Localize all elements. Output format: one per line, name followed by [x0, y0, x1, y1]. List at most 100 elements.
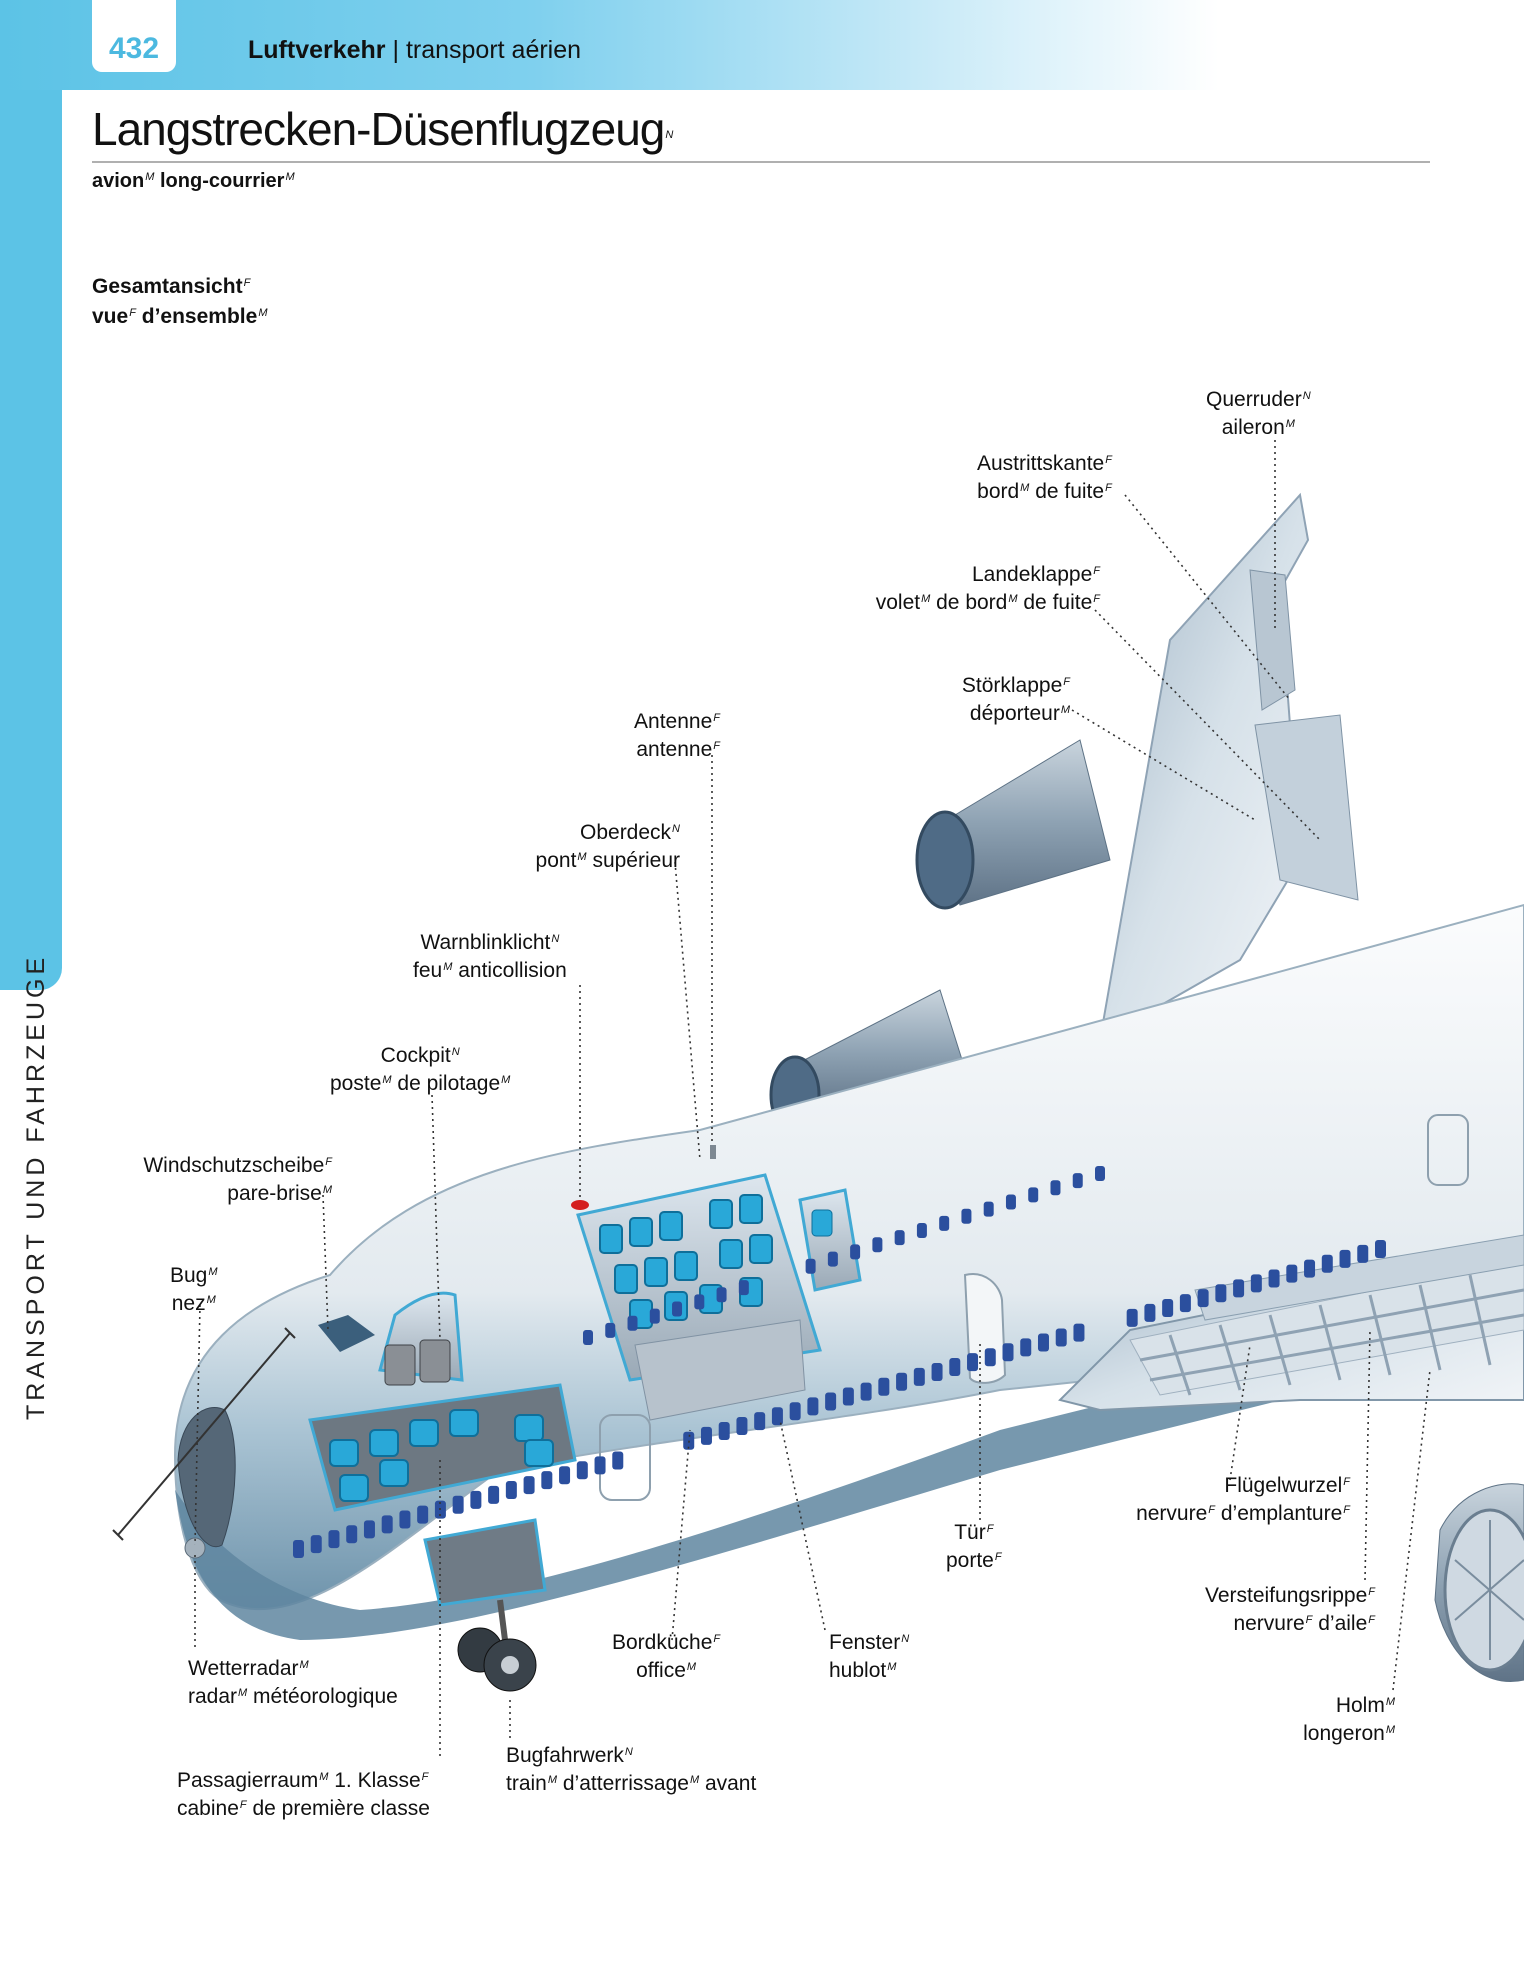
cabin-window [825, 1392, 837, 1411]
cabin-window [694, 1294, 705, 1310]
cabin-window [594, 1456, 606, 1475]
cabin-window [452, 1495, 464, 1514]
cabin-window [1037, 1333, 1049, 1352]
cabin-window [716, 1287, 727, 1303]
cabin-window [1162, 1299, 1174, 1318]
cabin-window [1020, 1338, 1032, 1357]
header-band [0, 0, 1524, 90]
page-number: 432 [108, 32, 160, 65]
cabin-window [1055, 1328, 1067, 1347]
first-class-cutaway [308, 1383, 577, 1512]
subtitle-fr1: avion [92, 170, 145, 192]
cabin-window [541, 1471, 553, 1490]
cabin-window [1304, 1259, 1316, 1278]
upper-deck-cutaway [576, 1173, 862, 1421]
cabin-window [700, 1426, 712, 1445]
cabin-window [931, 1362, 943, 1381]
running-head: Luftverkehr | transport aérien [248, 36, 581, 65]
cabin-window [559, 1466, 571, 1485]
cabin-window [612, 1451, 624, 1470]
cabin-window [807, 1397, 819, 1416]
label-versteifungsrippe: VersteifungsrippeF nervureF d’aileF [1204, 1584, 1375, 1635]
cabin-window [576, 1461, 588, 1480]
section-heading: GesamtansichtF vueF d’ensembleM [92, 270, 267, 330]
cabin-window [346, 1525, 358, 1544]
cabin-window [983, 1201, 994, 1217]
label-wetterradar: WetterradarM radarM météorologique [188, 1657, 398, 1708]
cabin-window [718, 1421, 730, 1440]
gender-marker: M [145, 171, 155, 183]
running-head-separator: | [385, 36, 406, 64]
cabin-window [771, 1407, 783, 1426]
title-divider [92, 161, 1430, 163]
cabin-window [1233, 1279, 1245, 1298]
subtitle-fr2: long-courrier [159, 170, 285, 192]
cabin-window [1050, 1180, 1061, 1196]
cabin-window [627, 1315, 638, 1331]
cabin-window [1268, 1269, 1280, 1288]
cabin-window [850, 1244, 861, 1260]
label-passagierraum: PassagierraumM 1. KlasseF cabineF de pre… [177, 1769, 430, 1820]
label-austrittskante: AustrittskanteF bordM de fuiteF [977, 452, 1112, 503]
cabin-window [328, 1530, 340, 1549]
cabin-window [1197, 1289, 1209, 1308]
cabin-window [1321, 1254, 1333, 1273]
cabin-window [583, 1330, 593, 1345]
cabin-window [1357, 1244, 1369, 1263]
window-row-main [293, 1240, 1386, 1558]
cabin-window [1073, 1323, 1085, 1342]
label-landeklappe: LandeklappeF voletM de bordM de fuiteF [875, 563, 1100, 614]
cabin-window [1002, 1343, 1014, 1362]
label-antenne: AntenneF antenneF [634, 710, 720, 761]
cabin-window [736, 1417, 748, 1436]
far-wing [1098, 492, 1359, 1042]
cabin-window [878, 1377, 890, 1396]
cabin-window [523, 1476, 535, 1495]
leader-lines [194, 440, 1431, 1760]
label-tuer: TürF porteF [946, 1521, 1002, 1572]
cabin-window [363, 1520, 375, 1539]
cabin-window [1126, 1308, 1138, 1327]
nose-gear [423, 1518, 547, 1692]
cabin-window [399, 1510, 411, 1529]
label-bordkueche: BordkücheF officeM [612, 1631, 721, 1682]
cabin-window [913, 1367, 925, 1386]
page-number-tab: 432 [92, 0, 176, 72]
cabin-window [754, 1412, 766, 1431]
cabin-window [939, 1215, 950, 1231]
cabin-window [896, 1372, 908, 1391]
cabin-window [967, 1353, 979, 1372]
gender-marker: N [665, 129, 673, 141]
cabin-window [605, 1322, 616, 1338]
cabin-window [1144, 1303, 1156, 1322]
label-fenster: FensterN hublotM [829, 1631, 910, 1682]
running-head-fr: transport aérien [405, 36, 582, 64]
cabin-window [984, 1348, 996, 1367]
cabin-window [1375, 1240, 1386, 1258]
gender-marker: M [285, 171, 295, 183]
cabin-window [310, 1535, 322, 1554]
cabin-window [827, 1251, 838, 1267]
cabin-window [649, 1308, 660, 1324]
cabin-window [1250, 1274, 1262, 1293]
cabin-window [1028, 1187, 1039, 1203]
cabin-window [1286, 1264, 1298, 1283]
label-cockpit: CockpitN posteM de pilotageM [330, 1044, 511, 1095]
cabin-window [789, 1402, 801, 1421]
section-de: GesamtansichtF [92, 275, 251, 298]
cabin-window [470, 1490, 482, 1509]
window-row-upper [583, 1166, 1105, 1345]
cabin-window [293, 1540, 304, 1558]
cabin-window [1072, 1173, 1083, 1189]
label-stoerklappe: StörklappeF déporteurM [961, 674, 1070, 725]
cabin-window [842, 1387, 854, 1406]
cabin-window [488, 1485, 500, 1504]
label-fluegelwurzel: FlügelwurzelF nervureF d’emplantureF [1136, 1474, 1350, 1525]
cabin-window [505, 1480, 517, 1499]
label-bugfahrwerk: BugfahrwerkN trainM d’atterrissageM avan… [506, 1744, 757, 1795]
page-title: Langstrecken-DüsenflugzeugN [92, 102, 673, 156]
label-bug: BugM nezM [170, 1264, 218, 1315]
cabin-window [1179, 1294, 1191, 1313]
anticollision-light-mark [571, 1200, 589, 1210]
